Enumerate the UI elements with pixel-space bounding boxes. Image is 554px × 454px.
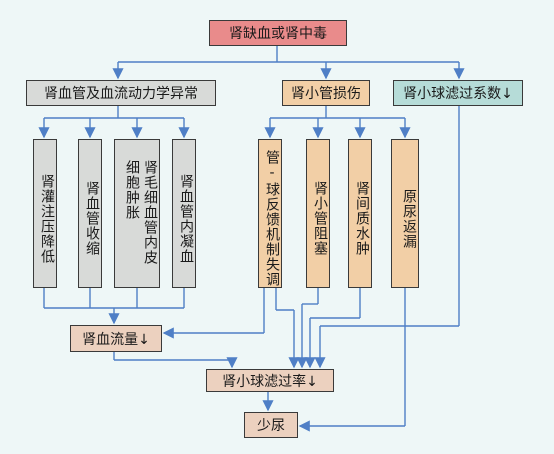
gfr-label: 肾小球滤过率↓ bbox=[222, 373, 318, 390]
tubular-item-backleak: 原尿返漏 bbox=[391, 139, 419, 288]
renal-flow-label: 肾血流量↓ bbox=[82, 331, 150, 348]
tubular-item-feedback: 管-球反馈机制失调 bbox=[258, 139, 282, 288]
tubular-item-edema: 肾间质水肿 bbox=[348, 139, 372, 288]
filtration-box: 肾小球滤过系数↓ bbox=[393, 80, 523, 106]
oliguria-box: 少尿 bbox=[244, 412, 298, 438]
root-box: 肾缺血或肾中毒 bbox=[209, 20, 347, 46]
tubular-box: 肾小管损伤 bbox=[282, 80, 370, 106]
gfr-box: 肾小球滤过率↓ bbox=[206, 369, 334, 392]
root-label: 肾缺血或肾中毒 bbox=[229, 26, 327, 42]
tubular-item-obstruction: 肾小管阻塞 bbox=[306, 139, 330, 288]
hemo-item-endothelium: 肾毛细血管内皮细胞肿胀 bbox=[114, 139, 160, 288]
renal-flow-box: 肾血流量↓ bbox=[70, 325, 162, 352]
hemo-item-coagulation: 肾血管内凝血 bbox=[172, 139, 196, 288]
hemo-item-vasoconstriction: 肾血管收缩 bbox=[78, 139, 102, 288]
hemodynamics-label: 肾血管及血流动力学异常 bbox=[44, 86, 198, 102]
filtration-label: 肾小球滤过系数↓ bbox=[403, 86, 513, 102]
hemodynamics-box: 肾血管及血流动力学异常 bbox=[26, 80, 216, 106]
tubular-label: 肾小管损伤 bbox=[291, 86, 361, 102]
oliguria-label: 少尿 bbox=[257, 418, 285, 434]
hemo-item-perfusion: 肾灌注压降低 bbox=[33, 139, 57, 288]
